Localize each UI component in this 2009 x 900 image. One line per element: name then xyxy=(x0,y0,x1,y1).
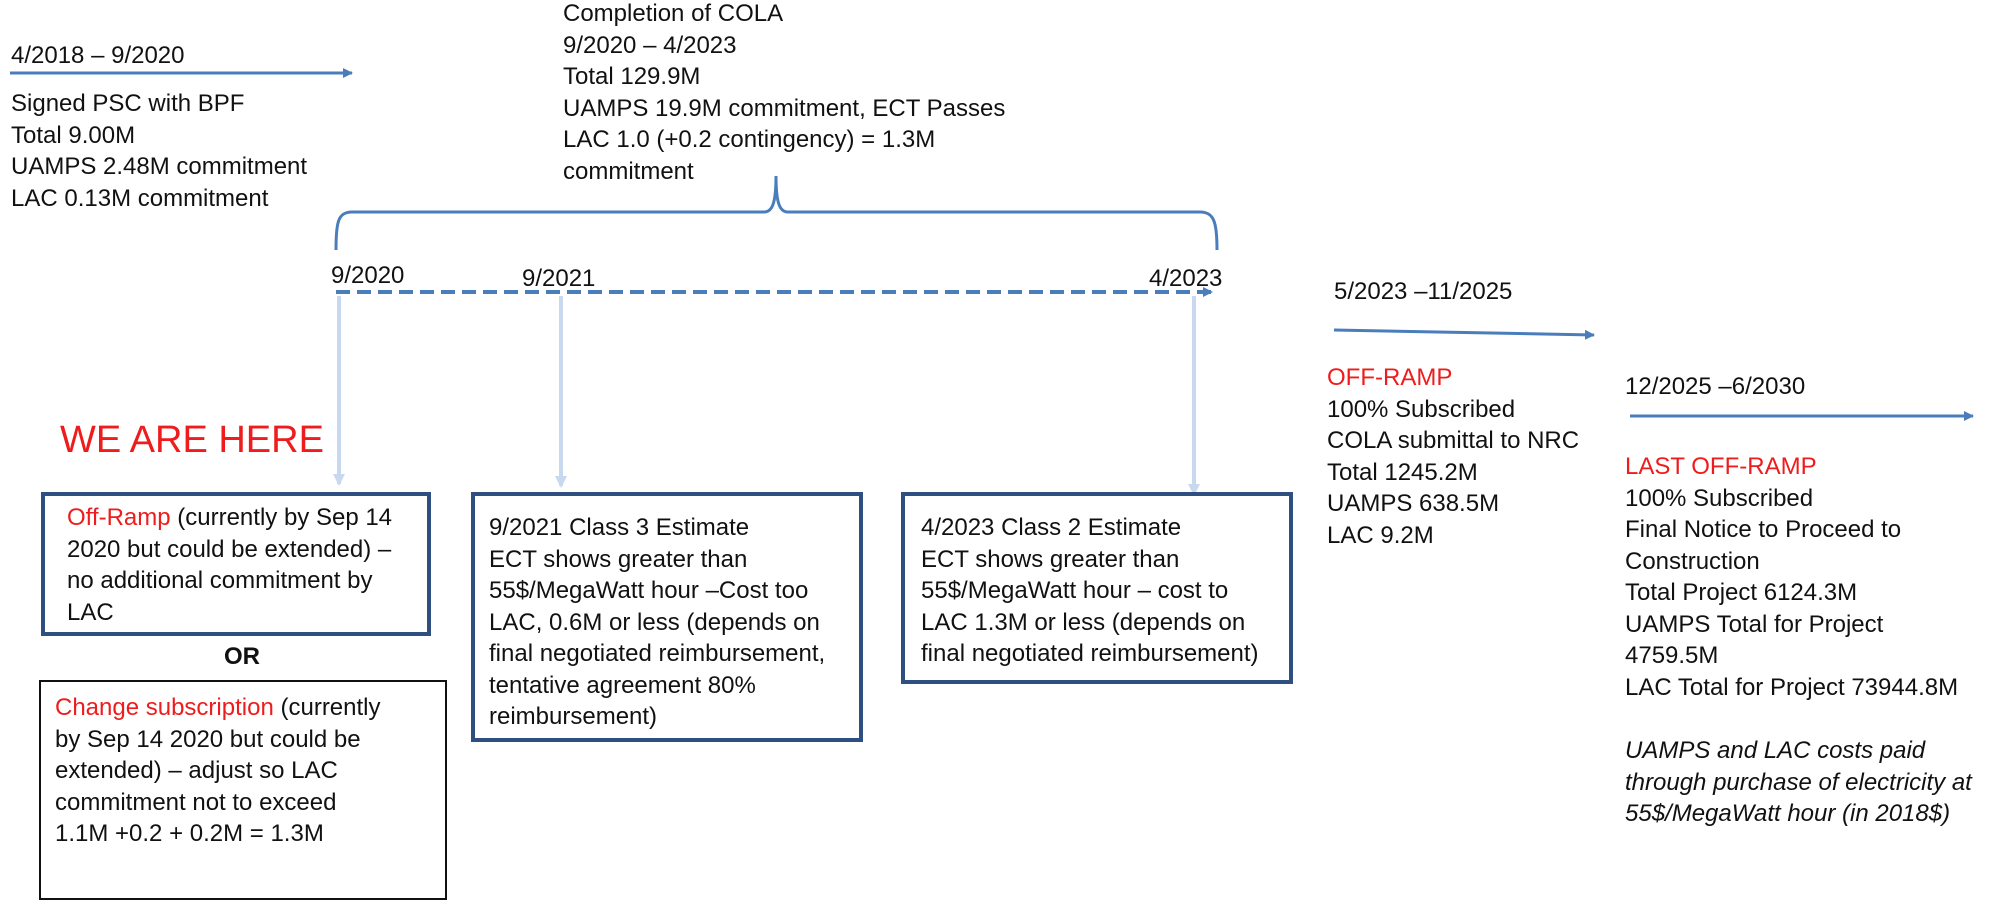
phase4-line: Total Project 6124.3M xyxy=(1625,579,1858,606)
phase2-line: Completion of COLA xyxy=(563,0,784,27)
phase2-line: 9/2020 – 4/2023 xyxy=(563,31,737,59)
phase2-brace xyxy=(334,175,1219,251)
class2-line: 55$/MegaWatt hour – cost to xyxy=(921,577,1229,604)
phase1-line: LAC 0.13M commitment xyxy=(11,184,269,212)
timeline-label-9-2021: 9/2021 xyxy=(522,265,596,292)
phase4-line: Construction xyxy=(1625,547,1760,575)
phase4-line: UAMPS Total for Project xyxy=(1625,610,1884,638)
offramp-line: Off-Ramp (currently by Sep 14 xyxy=(67,502,427,534)
class2-line: final negotiated reimbursement) xyxy=(921,640,1259,667)
or-label: OR xyxy=(224,643,260,670)
change-line: 1.1M +0.2 + 0.2M = 1.3M xyxy=(55,820,324,847)
timeline-label-9-2020: 9/2020 xyxy=(331,262,405,289)
phase4-heading: LAST OFF-RAMP xyxy=(1625,453,1817,480)
phase2-line: commitment xyxy=(563,157,694,185)
phase2-description: Completion of COLA 9/2020 – 4/2023 Total… xyxy=(563,0,1005,187)
change-subscription-box: Change subscription (currently by Sep 14… xyxy=(39,680,447,900)
offramp-line: 2020 but could be extended) – xyxy=(67,535,392,563)
phase3-description: OFF-RAMP 100% Subscribed COLA submittal … xyxy=(1327,362,1579,551)
offramp-line: no additional commitment by xyxy=(67,567,373,594)
class3-line: 9/2021 Class 3 Estimate xyxy=(489,514,750,541)
change-line: commitment not to exceed xyxy=(55,788,337,816)
phase4-description: LAST OFF-RAMP 100% Subscribed Final Noti… xyxy=(1625,451,1958,703)
offramp-box: Off-Ramp (currently by Sep 14 2020 but c… xyxy=(41,492,431,636)
change-line: by Sep 14 2020 but could be xyxy=(55,725,361,753)
we-are-here-label: WE ARE HERE xyxy=(60,419,324,461)
phase1-line: UAMPS 2.48M commitment xyxy=(11,153,308,180)
phase4-dates: 12/2025 –6/2030 xyxy=(1625,373,1806,400)
class3-line: reimbursement) xyxy=(489,703,658,730)
change-heading: Change subscription xyxy=(55,694,274,721)
change-line: extended) – adjust so LAC xyxy=(55,757,338,784)
class3-line: final negotiated reimbursement, xyxy=(489,640,826,667)
timeline-label-4-2023: 4/2023 xyxy=(1149,265,1223,292)
class3-line: tentative agreement 80% xyxy=(489,671,756,699)
phase2-line: Total 129.9M xyxy=(563,63,701,90)
phase2-line: LAC 1.0 (+0.2 contingency) = 1.3M xyxy=(563,126,936,153)
phase3-arrow xyxy=(1333,328,1595,340)
class2-line: ECT shows greater than xyxy=(921,545,1180,573)
change-line-rest: (currently xyxy=(273,694,381,721)
phase1-line: Signed PSC with BPF xyxy=(11,90,245,117)
phase1-dates: 4/2018 – 9/2020 xyxy=(11,42,185,69)
change-line: Change subscription (currently xyxy=(55,692,445,724)
phase4-note-line: 55$/MegaWatt hour (in 2018$) xyxy=(1625,800,1951,827)
phase4-note-line: UAMPS and LAC costs paid xyxy=(1625,737,1926,764)
phase4-note-line: through purchase of electricity at xyxy=(1625,768,1972,796)
phase2-line: UAMPS 19.9M commitment, ECT Passes xyxy=(563,94,1006,122)
offramp-line-rest: (currently by Sep 14 xyxy=(170,504,393,531)
phase1-description: Signed PSC with BPF Total 9.00M UAMPS 2.… xyxy=(11,88,307,214)
phase3-line: UAMPS 638.5M xyxy=(1327,490,1500,517)
phase3-line: 100% Subscribed xyxy=(1327,395,1516,423)
phase4-line: 4759.5M xyxy=(1625,642,1719,669)
phase1-line: Total 9.00M xyxy=(11,121,136,149)
class3-line: 55$/MegaWatt hour –Cost too xyxy=(489,577,809,604)
offramp-line: LAC xyxy=(67,598,114,626)
phase4-cost-note: UAMPS and LAC costs paid through purchas… xyxy=(1625,735,1972,830)
phase4-line: Final Notice to Proceed to xyxy=(1625,516,1902,543)
class3-line: LAC, 0.6M or less (depends on xyxy=(489,608,820,636)
class2-line: 4/2023 Class 2 Estimate xyxy=(921,514,1182,541)
offramp-heading: Off-Ramp xyxy=(67,504,171,531)
phase3-line: LAC 9.2M xyxy=(1327,521,1434,549)
phase3-dates: 5/2023 –11/2025 xyxy=(1334,278,1513,305)
phase3-heading: OFF-RAMP xyxy=(1327,364,1453,391)
phase3-line: COLA submittal to NRC xyxy=(1327,427,1580,454)
class2-estimate-box: 4/2023 Class 2 Estimate ECT shows greate… xyxy=(901,492,1293,684)
class2-line: LAC 1.3M or less (depends on xyxy=(921,608,1246,636)
phase4-line: LAC Total for Project 73944.8M xyxy=(1625,673,1959,701)
phase3-line: Total 1245.2M xyxy=(1327,458,1478,486)
class3-line: ECT shows greater than xyxy=(489,545,748,573)
phase4-line: 100% Subscribed xyxy=(1625,484,1814,512)
class3-estimate-box: 9/2021 Class 3 Estimate ECT shows greate… xyxy=(471,492,863,742)
